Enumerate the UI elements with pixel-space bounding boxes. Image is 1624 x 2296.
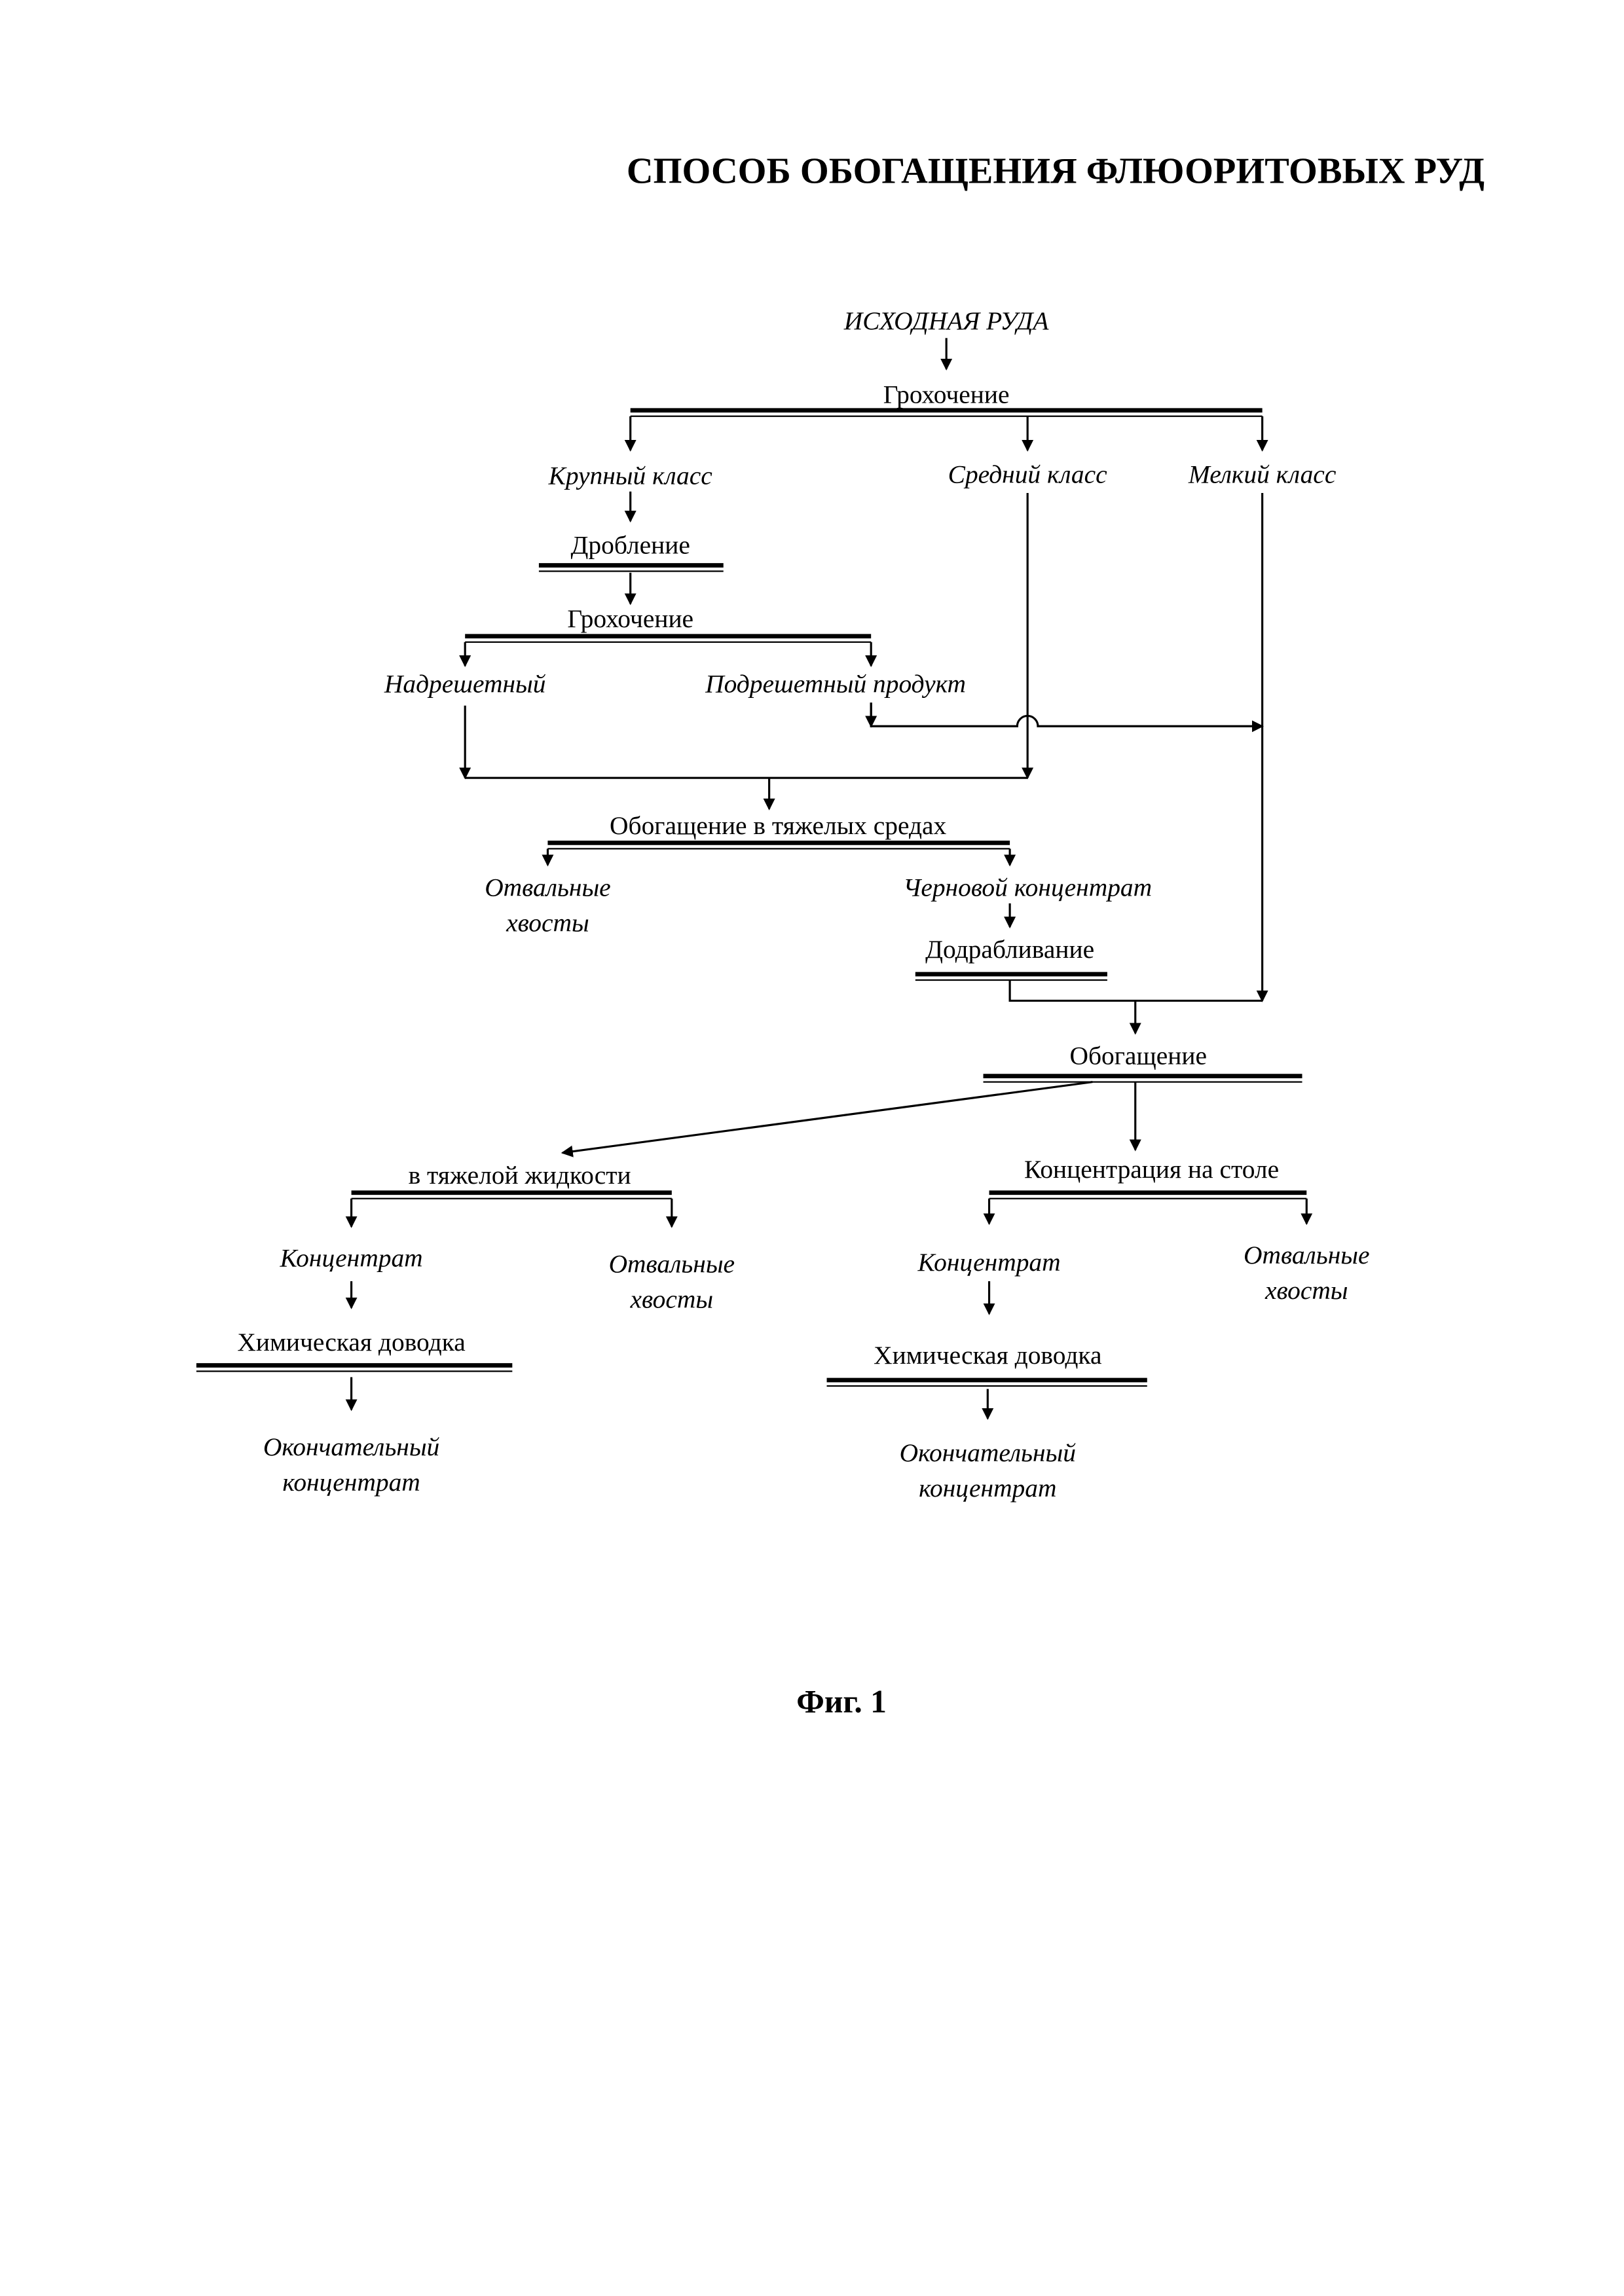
node-heavy-liquid: в тяжелой жидкости <box>409 1161 631 1190</box>
node-chem-left: Химическая доводка <box>237 1328 465 1357</box>
node-screening-1: Грохочение <box>883 380 1010 409</box>
node-tailings-2: Отвальные <box>609 1249 735 1278</box>
node-table-concentration: Концентрация на столе <box>1024 1155 1279 1184</box>
node-tailings-3: Отвальные <box>1244 1241 1369 1269</box>
node-source-ore: ИСХОДНАЯ РУДА <box>843 306 1050 335</box>
figure-caption: Фиг. 1 <box>796 1683 887 1719</box>
node-rough-concentrate: Черновой концентрат <box>903 873 1152 902</box>
node-final-left-line2: концентрат <box>282 1468 420 1497</box>
process-bars <box>196 408 1307 1387</box>
node-tailings-2-line2: хвосты <box>630 1285 714 1314</box>
node-final-right-line2: концентрат <box>919 1474 1056 1503</box>
node-final-right: Окончательный <box>900 1438 1077 1467</box>
node-screening-2: Грохочение <box>567 604 693 633</box>
node-final-left: Окончательный <box>263 1432 440 1461</box>
node-chem-right: Химическая доводка <box>874 1341 1101 1370</box>
node-regrinding: Додрабливание <box>925 935 1094 964</box>
node-crushing: Дробление <box>571 530 690 559</box>
node-undersize: Подрешетный продукт <box>705 669 966 698</box>
node-tailings-1-line2: хвосты <box>506 909 589 938</box>
node-tailings-1: Отвальные <box>485 873 610 902</box>
document-title: СПОСОБ ОБОГАЩЕНИЯ ФЛЮОРИТОВЫХ РУД <box>627 151 1485 192</box>
node-oversize: Надрешетный <box>384 669 546 698</box>
node-tailings-3-line2: хвосты <box>1264 1276 1348 1305</box>
node-beneficiation: Обогащение <box>1069 1042 1207 1070</box>
node-coarse-class: Крупный класс <box>548 462 713 490</box>
node-concentrate-left: Концентрат <box>280 1243 423 1272</box>
node-fine-class: Мелкий класс <box>1188 460 1337 488</box>
node-medium-class: Средний класс <box>948 460 1107 488</box>
node-dense-media: Обогащение в тяжелых средах <box>610 811 946 840</box>
flow-arrows <box>345 338 1313 1420</box>
node-concentrate-right: Концентрат <box>917 1248 1060 1277</box>
